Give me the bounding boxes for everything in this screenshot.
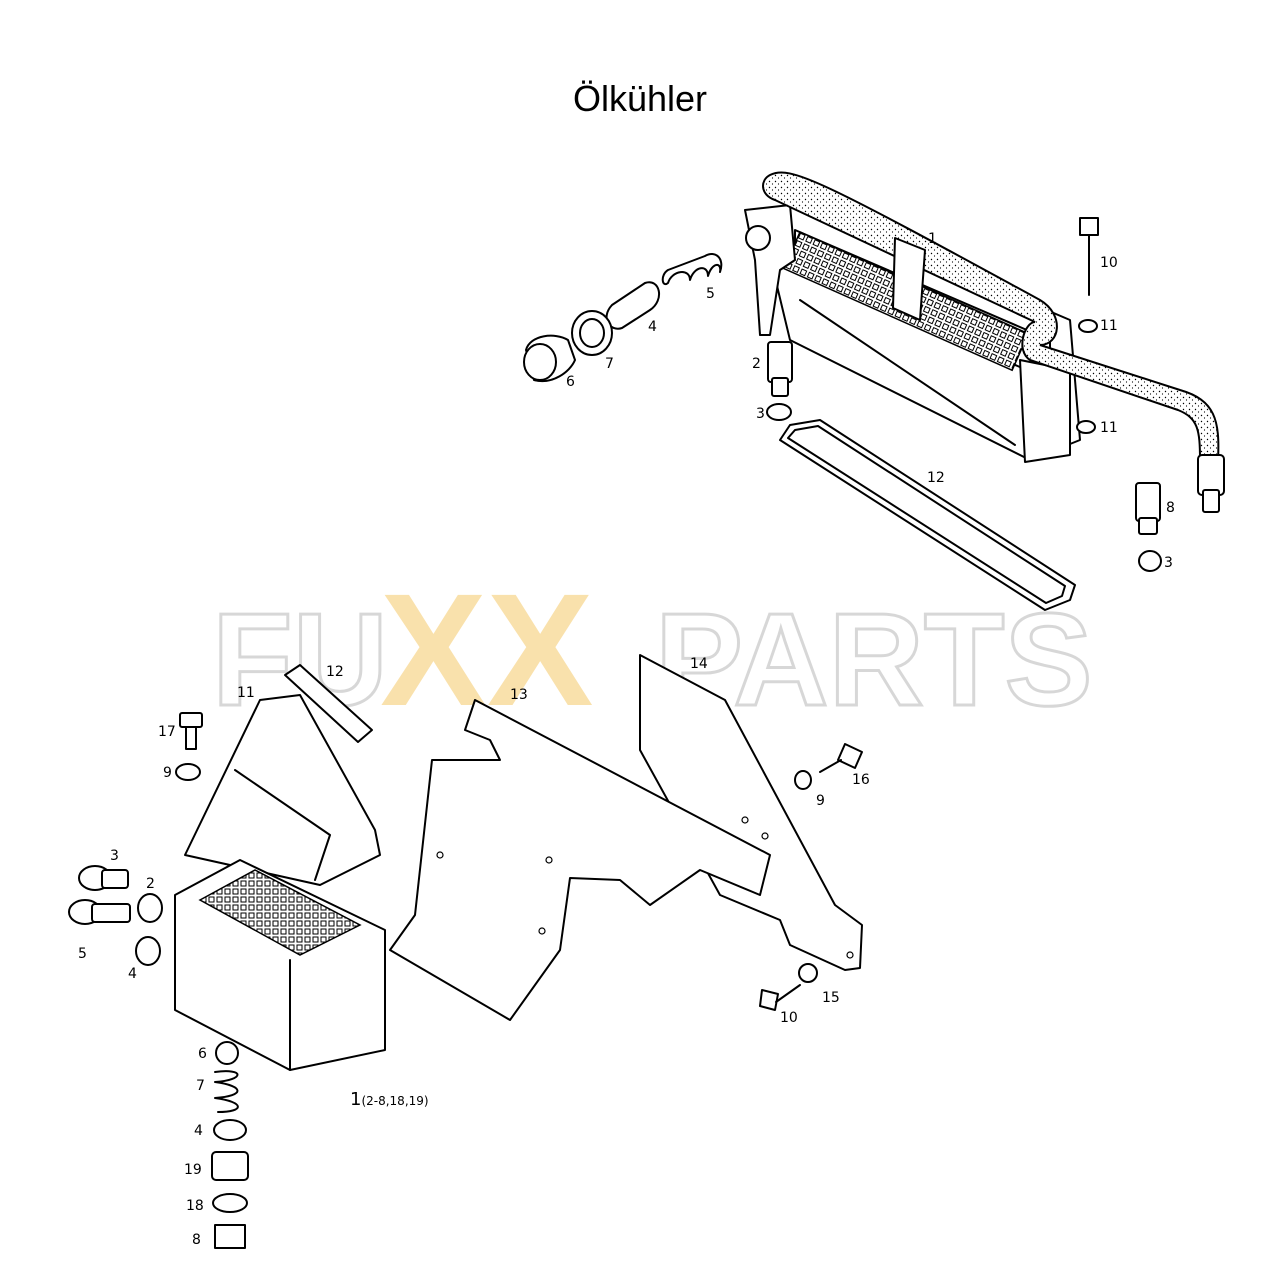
callout-7-upper: 7 bbox=[605, 356, 614, 372]
callout-4-upper: 4 bbox=[648, 319, 657, 335]
page-title: Ölkühler bbox=[572, 78, 708, 119]
main-part-number: 1 bbox=[350, 1089, 361, 1110]
callout-10-upper: 10 bbox=[1100, 255, 1118, 271]
callout-8-lower: 8 bbox=[192, 1232, 201, 1248]
callout-4-lower-a: 4 bbox=[128, 966, 137, 982]
lower-cooler-assembly: 14 12 11 13 17 9 16 9 3 2 5 4 15 10 6 7 … bbox=[68, 654, 870, 1249]
callout-17-lower: 17 bbox=[158, 724, 176, 740]
callout-5-upper: 5 bbox=[706, 286, 715, 302]
callout-11-upper-a: 11 bbox=[1100, 318, 1118, 334]
callout-3-lower: 3 bbox=[110, 848, 119, 864]
callout-8-upper: 8 bbox=[1166, 500, 1175, 516]
callout-5-lower: 5 bbox=[78, 946, 87, 962]
callout-15-lower: 15 bbox=[822, 990, 840, 1006]
callout-6-upper: 6 bbox=[566, 374, 575, 390]
callout-9-lower-a: 9 bbox=[163, 765, 172, 781]
callout-1-upper: 1 bbox=[928, 231, 937, 247]
main-part-label: 1(2-8,18,19) bbox=[350, 1089, 429, 1110]
callout-10-lower: 10 bbox=[780, 1010, 798, 1026]
callout-19-lower: 19 bbox=[184, 1162, 202, 1178]
callout-2-lower: 2 bbox=[146, 876, 155, 892]
callout-7-lower: 7 bbox=[196, 1078, 205, 1094]
callout-6-lower: 6 bbox=[198, 1046, 207, 1062]
callout-2-upper: 2 bbox=[752, 356, 761, 372]
callout-3-upper-a: 3 bbox=[756, 406, 765, 422]
callout-18-lower: 18 bbox=[186, 1198, 204, 1214]
callout-13-lower: 13 bbox=[510, 687, 528, 703]
callout-16-lower: 16 bbox=[852, 772, 870, 788]
callout-3-upper-b: 3 bbox=[1164, 555, 1173, 571]
callout-12-upper: 12 bbox=[927, 470, 945, 486]
callout-4-lower-b: 4 bbox=[194, 1123, 203, 1139]
main-part-subparts: (2-8,18,19) bbox=[361, 1094, 428, 1108]
callout-12-lower: 12 bbox=[326, 664, 344, 680]
callout-14-lower: 14 bbox=[690, 656, 708, 672]
callout-11-lower: 11 bbox=[237, 685, 255, 701]
callout-9-lower-b: 9 bbox=[816, 793, 825, 809]
callout-11-upper-b: 11 bbox=[1100, 420, 1118, 436]
upper-cooler-assembly: 1 10 11 5 4 7 6 2 3 11 12 8 3 bbox=[523, 171, 1225, 611]
